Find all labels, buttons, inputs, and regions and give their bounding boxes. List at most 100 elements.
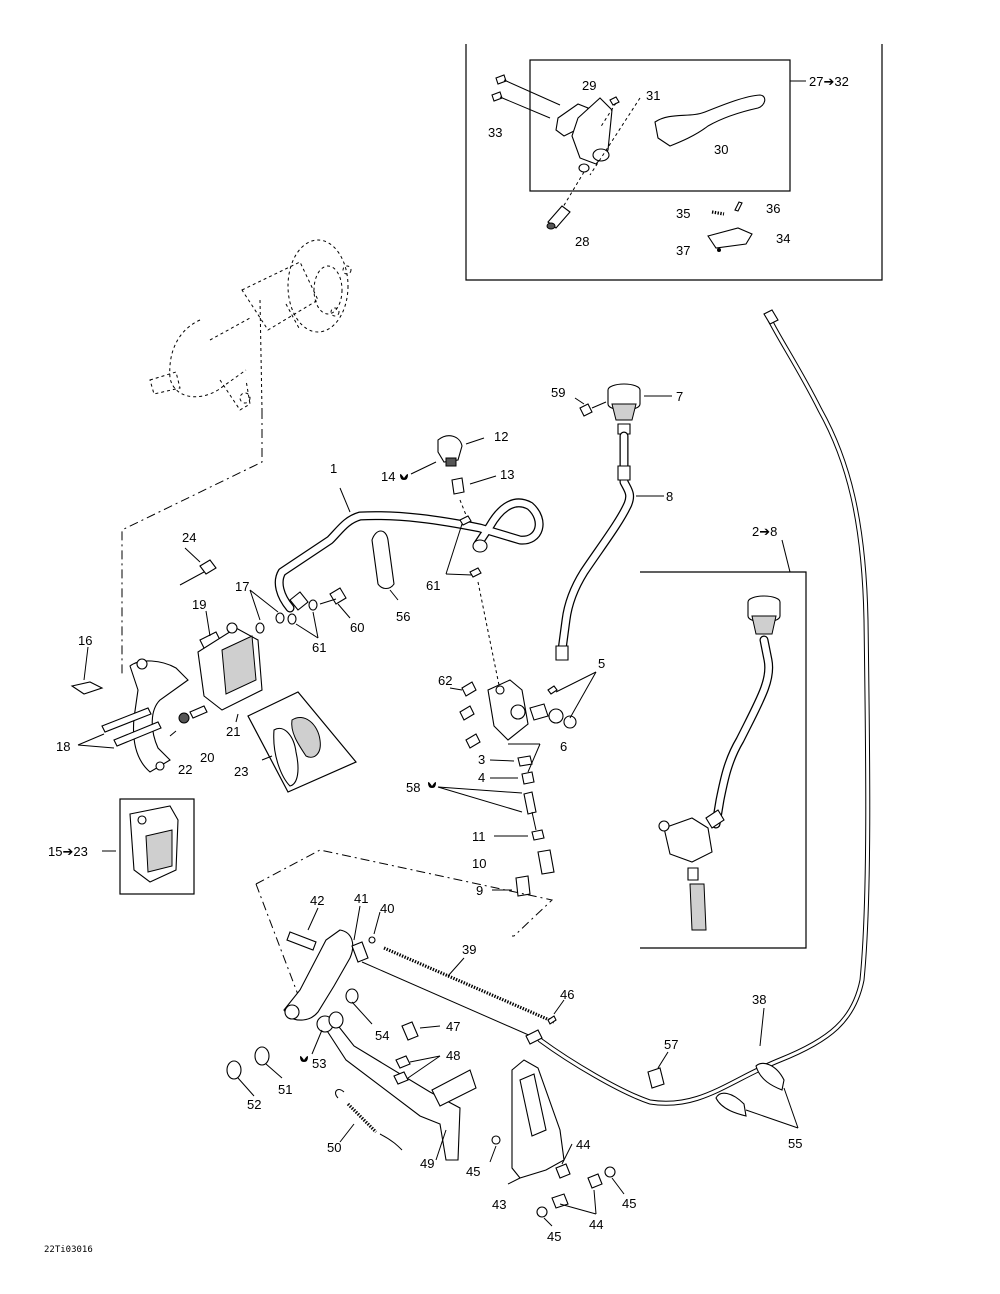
bolt-44 [555,1163,571,1179]
drawing-code: 22Ti03016 [44,1245,93,1255]
callout-4: 4 [478,770,485,785]
brake-hose-1 [274,498,544,613]
callout-22: 22 [178,762,192,777]
callout-2to8: 2➔8 [752,524,777,539]
callout-46: 46 [560,987,574,1002]
nut-20 [178,712,190,724]
brake-pedal-49 [283,929,477,1161]
hose-clip-56 [371,530,395,590]
caliper-assembly-inset [119,798,195,895]
callout-45a: 45 [466,1164,480,1179]
callout-1: 1 [330,461,337,476]
clip-40 [368,936,376,944]
callout-38: 38 [752,992,766,1007]
screw-59 [579,403,593,417]
callout-12: 12 [494,429,508,444]
callout-53: 53 [312,1056,326,1071]
reservoir-7 [607,383,672,435]
pin-9 [515,875,531,897]
switch-34 [707,227,753,249]
pushrod-58 [523,791,537,815]
callout-45c: 45 [547,1229,561,1244]
callout-61b: 61 [312,640,326,655]
callout-54: 54 [375,1028,389,1043]
callout-51: 51 [278,1082,292,1097]
master-cylinder-inset [640,539,807,949]
callout-55: 55 [788,1136,802,1151]
rear-axle-housing [149,239,352,411]
callout-15to23: 15➔23 [48,844,88,859]
callout-58: 58 [406,780,420,795]
callout-35: 35 [676,206,690,221]
pivot-pin-42 [286,931,317,951]
callout-6: 6 [560,739,567,754]
callout-27to32: 27➔32 [809,74,849,89]
callout-44a: 44 [576,1137,590,1152]
callout-17: 17 [235,579,249,594]
callout-42: 42 [310,893,324,908]
callout-30: 30 [714,142,728,157]
callout-9: 9 [476,883,483,898]
callout-20: 20 [200,750,214,765]
callout-18: 18 [56,739,70,754]
callout-37: 37 [676,243,690,258]
callout-52: 52 [247,1097,261,1112]
screw-31 [609,96,620,106]
hand-lever-assembly-inset [465,44,883,281]
brake-cable-38 [525,309,871,1106]
part-4 [521,771,535,785]
return-spring-39 [383,946,555,1024]
callout-16: 16 [78,633,92,648]
part-3 [517,755,533,767]
callout-10: 10 [472,856,486,871]
pin-18 [101,707,152,733]
callout-44b: 44 [589,1217,603,1232]
spring-50 [335,1089,403,1151]
callout-29: 29 [582,78,596,93]
callout-56: 56 [396,609,410,624]
nut-48 [395,1055,411,1069]
part-37 [717,248,721,252]
clip-46 [547,1015,557,1025]
grommet-57 [647,1067,665,1089]
plunger-28 [546,205,571,230]
brake-caliper-assembly [70,559,357,793]
bolt-33 [491,74,561,119]
ring-51 [254,1046,270,1066]
callout-28: 28 [575,234,589,249]
callout-33: 33 [488,125,502,140]
callout-62: 62 [438,673,452,688]
bolt-47 [401,1021,419,1041]
callout-47: 47 [446,1019,460,1034]
callout-50: 50 [327,1140,341,1155]
callout-23: 23 [234,764,248,779]
callout-3: 3 [478,752,485,767]
callout-40: 40 [380,901,394,916]
brake-lever-30 [654,94,766,147]
callout-7: 7 [676,389,683,404]
spring-35 [711,210,725,216]
callout-59: 59 [551,385,565,400]
callout-14: 14 [381,469,395,484]
clip-16 [70,681,104,695]
clevis-41 [351,941,369,963]
callout-60: 60 [350,620,364,635]
cable-clip-55 [715,1092,747,1117]
callout-41: 41 [354,891,368,906]
washer-17 [255,622,265,634]
callout-49: 49 [420,1156,434,1171]
screw-13 [451,477,465,495]
callout-45b: 45 [622,1196,636,1211]
pin-36 [734,201,743,212]
callout-13: 13 [500,467,514,482]
callout-24: 24 [182,530,196,545]
callout-36: 36 [766,201,780,216]
callout-11: 11 [472,829,486,844]
callout-48: 48 [446,1048,460,1063]
reservoir-hose-8 [557,431,635,655]
brake-pads-23 [273,728,299,787]
callout-61a: 61 [426,578,440,593]
master-cylinder-62 [459,679,577,749]
